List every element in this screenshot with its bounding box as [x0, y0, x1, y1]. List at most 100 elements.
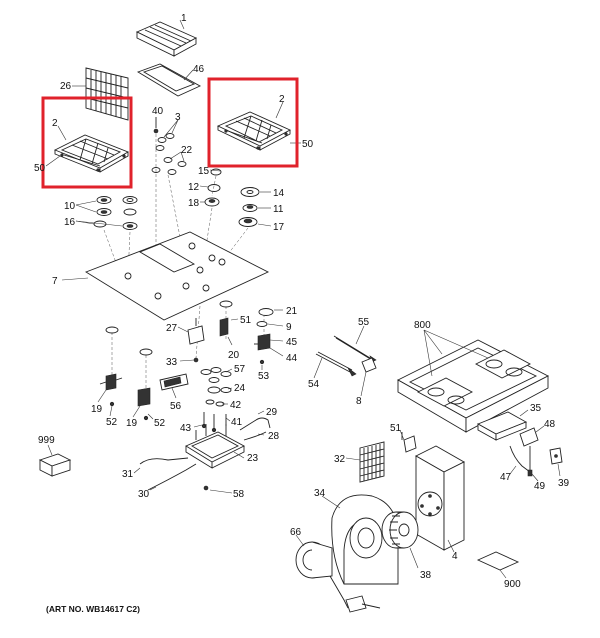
leader-33: [179, 359, 195, 362]
label-part-33: 33: [166, 357, 178, 368]
leader-47: [509, 465, 517, 475]
label-part-10: 10: [64, 201, 76, 212]
leader-7: [61, 277, 89, 281]
leader-39: [557, 463, 561, 477]
label-part-7: 7: [52, 276, 58, 287]
leader-1: [179, 19, 185, 30]
label-part-51-center: 51: [240, 315, 252, 326]
leader-46: [183, 69, 194, 81]
part-55-54-rods: [315, 335, 377, 377]
leader-49: [531, 473, 539, 482]
label-part-32: 32: [334, 454, 346, 465]
leader-35: [519, 409, 529, 417]
label-part-45: 45: [286, 337, 298, 348]
leader-19a: [97, 389, 107, 403]
leader-66: [295, 534, 305, 547]
part-4-housing: [415, 445, 465, 551]
label-part-19-left: 19: [91, 404, 103, 415]
valve-assembly-left: [99, 326, 153, 421]
label-part-17: 17: [273, 222, 285, 233]
label-part-31: 31: [122, 469, 134, 480]
label-part-1: 1: [181, 13, 187, 24]
leader-10b: [75, 204, 97, 213]
leader-29: [257, 410, 265, 415]
leader-56: [171, 387, 177, 399]
label-part-47: 47: [500, 472, 512, 483]
left-burner-stack: [93, 196, 138, 230]
part-2-grate-right: [216, 111, 292, 151]
leader-58: [209, 489, 233, 494]
leader-8: [360, 371, 367, 397]
leader-3b: [163, 119, 179, 138]
leader-16b: [75, 220, 123, 227]
leader-31: [133, 467, 141, 474]
label-part-900: 900: [504, 579, 521, 590]
highlight-box-left: [41, 96, 133, 189]
leader-45: [269, 339, 284, 342]
label-part-39: 39: [558, 478, 570, 489]
leader-51a: [230, 318, 239, 321]
leader-28: [257, 433, 265, 436]
label-part-66: 66: [290, 527, 302, 538]
leader-22b: [180, 151, 185, 162]
part-66-motor: [295, 541, 381, 613]
label-part-51-right: 51: [390, 423, 402, 434]
leader-41: [225, 417, 231, 422]
part-1-cover: [135, 21, 198, 57]
leader-44: [269, 347, 284, 357]
part-35-tray: [476, 411, 528, 441]
valve-assembly-center: [187, 300, 233, 363]
leader-10: [75, 200, 97, 206]
part-39-clip: [549, 447, 563, 465]
label-part-18: 18: [188, 198, 200, 209]
label-part-50-right: 50: [302, 139, 314, 150]
label-part-52-center: 52: [154, 418, 166, 429]
leader-12: [199, 185, 209, 188]
leader-4: [447, 539, 455, 553]
leader-20: [227, 336, 233, 346]
label-part-23: 23: [247, 453, 259, 464]
label-part-16: 16: [64, 217, 76, 228]
leader-999: [47, 444, 53, 456]
label-part-999: 999: [38, 435, 55, 446]
leader-30: [149, 486, 157, 491]
label-part-53: 53: [258, 371, 270, 382]
label-part-43: 43: [180, 423, 192, 434]
label-part-20: 20: [228, 350, 240, 361]
leader-51b: [399, 429, 405, 441]
leader-800b: [423, 329, 433, 377]
leader-27: [177, 326, 189, 333]
label-part-30: 30: [138, 489, 150, 500]
highlight-box-right: [207, 77, 299, 168]
leader-800: [423, 329, 443, 355]
label-part-4: 4: [452, 551, 458, 562]
part-800-burner-tray: [397, 339, 549, 433]
leader-9: [267, 323, 284, 327]
leader-54: [313, 357, 323, 379]
label-part-50-left: 50: [34, 163, 46, 174]
label-part-38: 38: [420, 570, 432, 581]
label-part-3: 3: [175, 112, 181, 123]
part-48-47-49-bracket: [509, 427, 539, 477]
part-900-card: [476, 551, 520, 571]
part-38-wheel: [381, 511, 419, 549]
part-23-manifold: [139, 417, 271, 491]
leader-3: [171, 119, 179, 134]
part-51-bracket-right: [401, 432, 417, 453]
leader-55: [355, 325, 365, 345]
part-999-box: [38, 453, 72, 477]
leader-32: [345, 457, 361, 461]
label-part-49: 49: [534, 481, 546, 492]
label-part-11: 11: [273, 204, 284, 215]
leader-17: [257, 223, 272, 227]
label-part-54: 54: [308, 379, 320, 390]
label-part-22: 22: [181, 145, 193, 156]
label-part-14: 14: [273, 188, 285, 199]
label-part-2-left: 2: [52, 118, 58, 129]
leader-19b: [132, 405, 141, 418]
part-46-plate: [136, 63, 202, 97]
label-part-21: 21: [286, 306, 298, 317]
label-part-52-left: 52: [106, 417, 118, 428]
label-part-12: 12: [188, 182, 200, 193]
label-part-48: 48: [544, 419, 556, 430]
